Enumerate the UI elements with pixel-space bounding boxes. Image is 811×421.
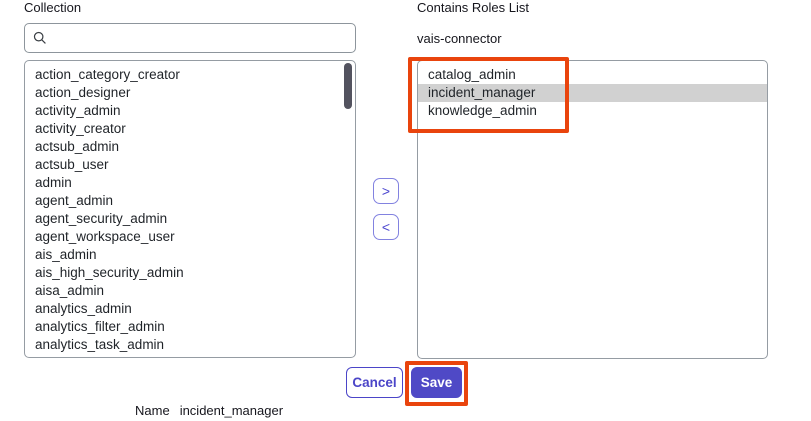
list-item[interactable]: action_designer: [35, 85, 131, 100]
collection-list: action_category_creator action_designer …: [25, 61, 355, 357]
list-item[interactable]: ais_admin: [35, 247, 97, 262]
search-icon: [33, 31, 46, 44]
move-right-button[interactable]: >: [373, 178, 399, 204]
cancel-button[interactable]: Cancel: [346, 367, 403, 398]
collection-search-input[interactable]: [53, 30, 347, 46]
list-item[interactable]: actsub_admin: [35, 139, 120, 154]
contains-roles-list-label: Contains Roles List: [417, 0, 529, 15]
list-item[interactable]: analytics_admin: [35, 301, 132, 316]
save-button[interactable]: Save: [411, 367, 462, 398]
list-item[interactable]: knowledge_admin: [428, 103, 537, 118]
chevron-left-icon: <: [381, 219, 391, 235]
collection-label: Collection: [24, 0, 82, 15]
list-item[interactable]: analytics_task_admin: [35, 337, 165, 352]
list-item[interactable]: analytics_viewer: [25, 354, 355, 357]
list-item[interactable]: activity_creator: [35, 121, 126, 136]
group-name-label: vais-connector: [417, 31, 502, 46]
roles-listbox[interactable]: catalog_admin incident_manager knowledge…: [417, 60, 768, 359]
scrollbar[interactable]: [344, 63, 352, 109]
list-item[interactable]: action_category_creator: [35, 67, 180, 82]
list-item[interactable]: analytics_filter_admin: [35, 319, 165, 334]
chevron-right-icon: >: [381, 183, 391, 199]
name-label: Name: [135, 403, 170, 418]
list-item[interactable]: actsub_user: [35, 157, 109, 172]
roles-list: catalog_admin incident_manager knowledge…: [418, 61, 767, 120]
list-item[interactable]: catalog_admin: [428, 67, 516, 82]
list-item[interactable]: agent_admin: [35, 193, 114, 208]
list-item[interactable]: activity_admin: [35, 103, 121, 118]
list-item[interactable]: ais_high_security_admin: [35, 265, 184, 280]
collection-listbox[interactable]: action_category_creator action_designer …: [24, 60, 356, 358]
list-item[interactable]: agent_security_admin: [35, 211, 168, 226]
name-value: incident_manager: [179, 403, 284, 418]
move-left-button[interactable]: <: [373, 214, 399, 240]
name-row: Name incident_manager: [135, 403, 283, 418]
list-item-selected[interactable]: incident_manager: [418, 84, 767, 102]
list-item[interactable]: admin: [35, 175, 72, 190]
list-item[interactable]: agent_workspace_user: [35, 229, 175, 244]
collection-search-box[interactable]: [24, 23, 356, 53]
list-item[interactable]: aisa_admin: [35, 283, 105, 298]
